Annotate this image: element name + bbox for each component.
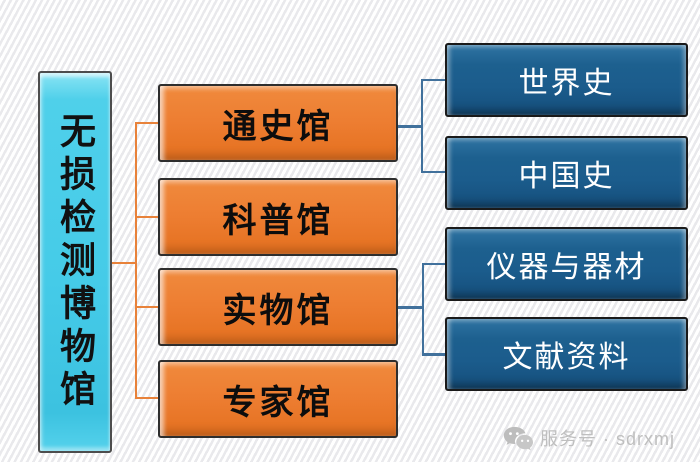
node-label: 专家馆 bbox=[222, 383, 334, 422]
node-world-history: 世界史 bbox=[445, 43, 688, 117]
wechat-icon bbox=[503, 426, 533, 451]
root-node-label: 无损检测博物馆 bbox=[55, 111, 96, 413]
connector-branch-objects bbox=[135, 306, 158, 308]
node-label: 中国史 bbox=[518, 160, 615, 193]
node-experts-hall: 专家馆 bbox=[158, 360, 398, 438]
connector-objects-trunk bbox=[422, 263, 424, 355]
node-label: 科普馆 bbox=[222, 201, 334, 240]
node-label: 文献资料 bbox=[502, 341, 631, 374]
root-node-museum: 无损检测博物馆 bbox=[38, 71, 112, 453]
node-instruments-equipment: 仪器与器材 bbox=[445, 227, 688, 301]
connector-branch-science bbox=[135, 216, 158, 218]
node-documents-materials: 文献资料 bbox=[445, 317, 688, 391]
connector-objects-horizontal bbox=[398, 306, 423, 309]
node-label: 仪器与器材 bbox=[486, 251, 647, 284]
connector-history-horizontal bbox=[398, 125, 422, 128]
connector-leaf-instruments bbox=[422, 263, 445, 265]
node-chinese-history: 中国史 bbox=[445, 136, 688, 210]
node-science-popularization-hall: 科普馆 bbox=[158, 178, 398, 256]
connector-root-trunk bbox=[135, 122, 137, 399]
node-label: 世界史 bbox=[518, 67, 615, 100]
connector-leaf-documents bbox=[422, 353, 445, 356]
watermark-label: 服务号 · sdrxmj bbox=[540, 429, 675, 449]
connector-leaf-china-history bbox=[421, 171, 445, 173]
connector-leaf-world-history bbox=[421, 79, 445, 81]
connector-history-trunk bbox=[421, 79, 423, 173]
node-physical-objects-hall: 实物馆 bbox=[158, 268, 398, 346]
wechat-service-badge: 服务号 · sdrxmj bbox=[503, 425, 675, 451]
connector-branch-general-history bbox=[135, 122, 158, 124]
node-general-history-hall: 通史馆 bbox=[158, 84, 398, 162]
connector-root-horizontal bbox=[112, 262, 136, 264]
node-label: 实物馆 bbox=[222, 291, 334, 330]
node-label: 通史馆 bbox=[222, 107, 334, 146]
connector-branch-experts bbox=[135, 397, 158, 399]
